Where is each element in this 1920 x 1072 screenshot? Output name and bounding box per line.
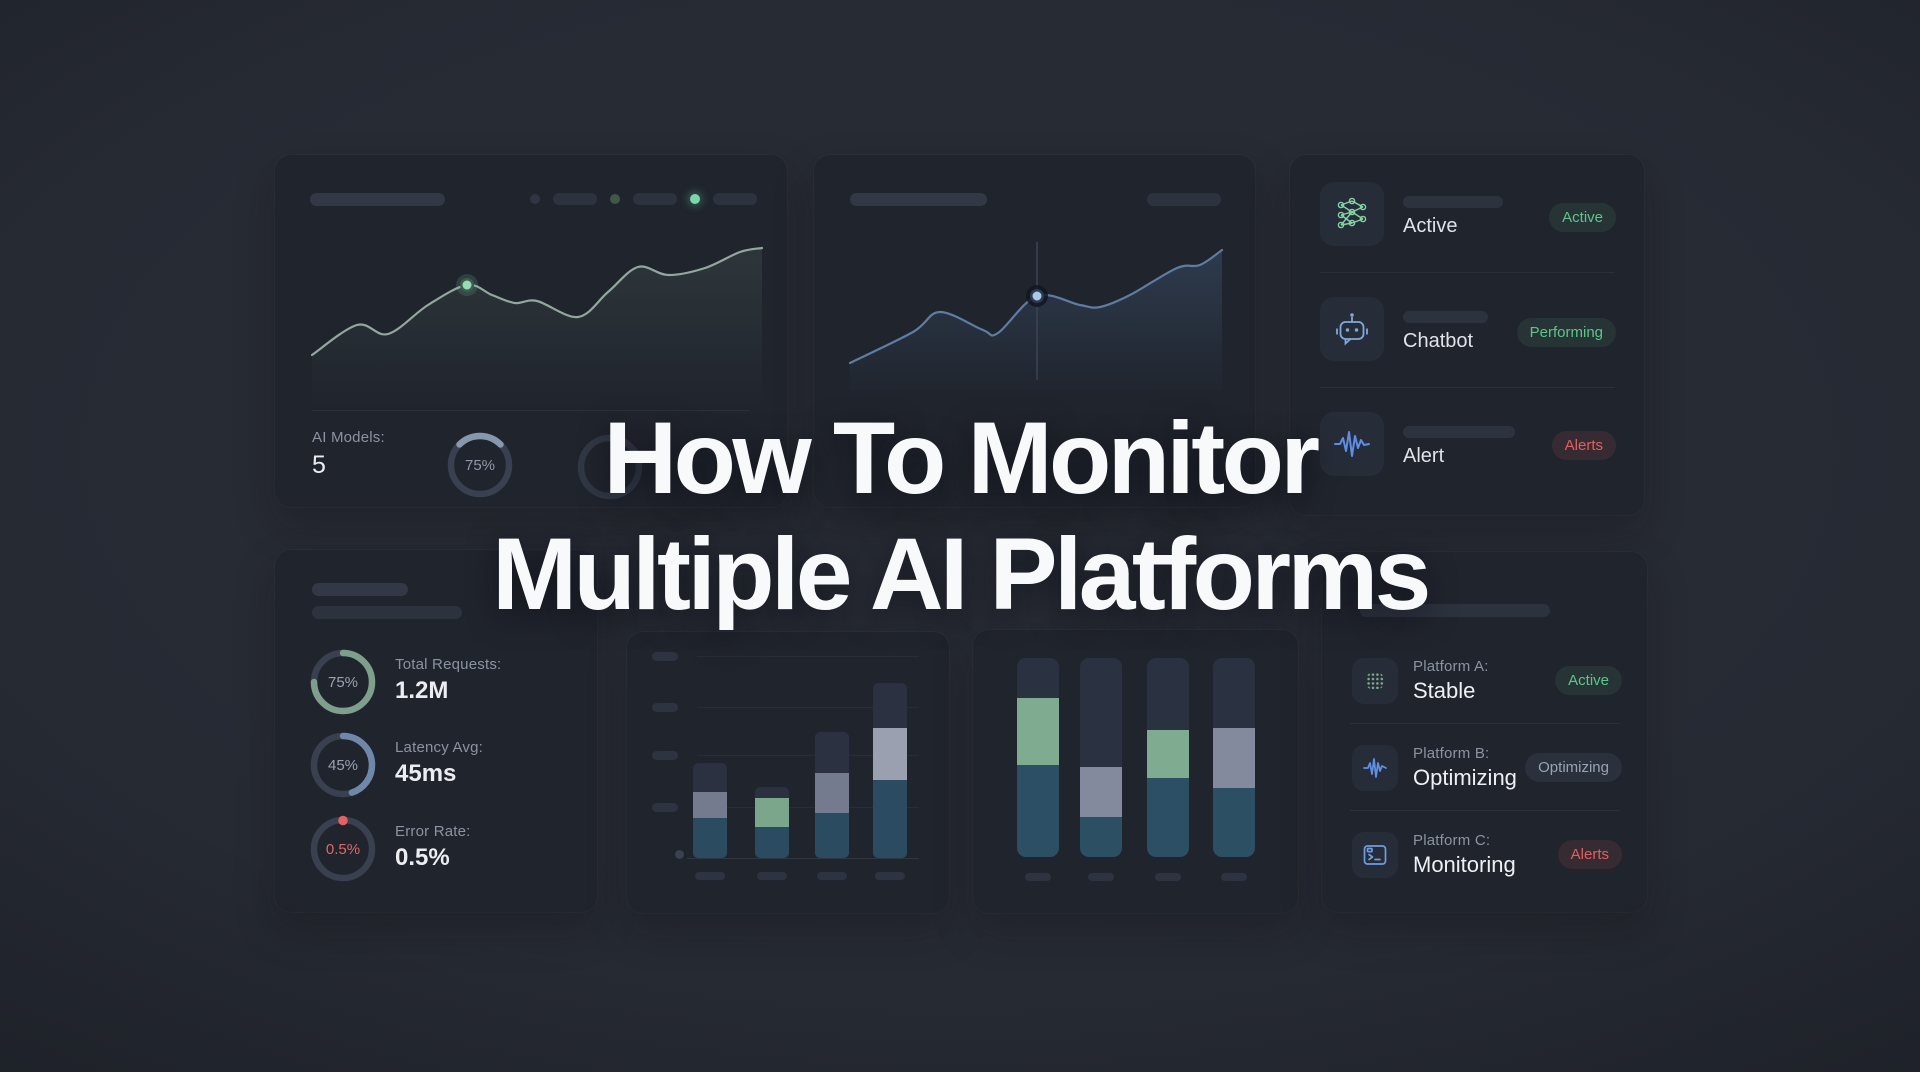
total-requests-gauge: 75%	[310, 649, 376, 715]
skeleton-y-tick	[652, 751, 678, 760]
skeleton-x-label	[1221, 873, 1247, 881]
status-label: Active	[1403, 215, 1458, 237]
status-badge: Active	[1549, 203, 1616, 232]
skeleton-x-label	[757, 872, 787, 880]
platform-badge: Active	[1555, 666, 1622, 695]
status-label: Chatbot	[1403, 330, 1474, 352]
skeleton-card-action	[1147, 193, 1221, 206]
gridline	[697, 656, 919, 657]
chart-range-tabs	[530, 193, 757, 205]
stacked-bar	[693, 763, 727, 858]
metric-value: 0.5%	[395, 844, 450, 871]
metric-label: Latency Avg:	[395, 739, 484, 756]
platform-label: Platform A:	[1413, 658, 1489, 675]
title-line-2: Multiple AI Platforms	[492, 517, 1431, 632]
model-performance-line-chart	[310, 246, 764, 408]
gauge-label: 75%	[328, 674, 358, 691]
metric-label: Error Rate:	[395, 823, 471, 840]
axis-origin-dot	[675, 850, 684, 859]
platform-label: Platform B:	[1413, 745, 1490, 762]
metric-value: 45ms	[395, 760, 457, 787]
dotted-sphere-icon	[1352, 658, 1398, 704]
skeleton-x-label	[817, 872, 847, 880]
skeleton-x-label	[875, 872, 905, 880]
row-divider	[1320, 387, 1615, 388]
platform-value: Stable	[1413, 678, 1476, 703]
row-divider	[1350, 723, 1620, 724]
skeleton-x-label	[1025, 873, 1051, 881]
row-divider	[1320, 272, 1615, 273]
neural-network-icon	[1320, 182, 1384, 246]
platform-value: Optimizing	[1413, 765, 1517, 790]
terminal-icon	[1352, 832, 1398, 878]
error-dot-icon	[338, 815, 348, 826]
platform-badge: Optimizing	[1525, 753, 1622, 782]
platform-label: Platform C:	[1413, 832, 1491, 849]
skeleton-y-tick	[652, 652, 678, 661]
skeleton-x-label	[695, 872, 725, 880]
tab-dot-active-icon[interactable]	[690, 194, 700, 204]
tab-pill[interactable]	[553, 193, 597, 205]
tab-dot-icon[interactable]	[530, 194, 540, 204]
row-divider	[1350, 810, 1620, 811]
skeleton-x-label	[1155, 873, 1181, 881]
stacked-bar	[1213, 658, 1255, 857]
skeleton-y-tick	[652, 703, 678, 712]
platform-badge: Alerts	[1557, 840, 1622, 869]
stacked-bar	[755, 787, 789, 858]
metric-value: 1.2M	[395, 677, 449, 704]
tab-pill[interactable]	[713, 193, 757, 205]
waveform-icon	[1352, 745, 1398, 791]
tab-dot-icon[interactable]	[610, 194, 620, 204]
metric-label: Total Requests:	[395, 656, 502, 673]
skeleton-card-title	[310, 193, 445, 206]
x-axis-line	[687, 858, 919, 859]
card-column-bars	[973, 630, 1298, 913]
stacked-bar	[873, 683, 907, 858]
error-rate-gauge: 0.5%	[310, 815, 376, 882]
stacked-bar	[1080, 658, 1122, 857]
stacked-bar	[1147, 658, 1189, 857]
page-title: How To Monitor Multiple AI Platforms	[0, 400, 1920, 633]
skeleton-y-tick	[652, 803, 678, 812]
platform-value: Monitoring	[1413, 852, 1516, 877]
latency-gauge: 45%	[310, 732, 376, 798]
skeleton-row-title	[1403, 196, 1503, 208]
card-stacked-bars	[627, 632, 949, 913]
tab-pill[interactable]	[633, 193, 677, 205]
stacked-bar	[815, 732, 849, 858]
stacked-bar	[1017, 658, 1059, 857]
gauge-label: 0.5%	[326, 841, 360, 858]
request-volume-line-chart	[848, 242, 1224, 390]
skeleton-row-title	[1403, 311, 1488, 323]
skeleton-card-title	[850, 193, 987, 206]
gauge-label: 45%	[328, 757, 358, 774]
title-line-1: How To Monitor	[603, 401, 1321, 515]
status-badge: Performing	[1516, 318, 1616, 347]
skeleton-x-label	[1088, 873, 1114, 881]
robot-icon	[1320, 297, 1384, 361]
